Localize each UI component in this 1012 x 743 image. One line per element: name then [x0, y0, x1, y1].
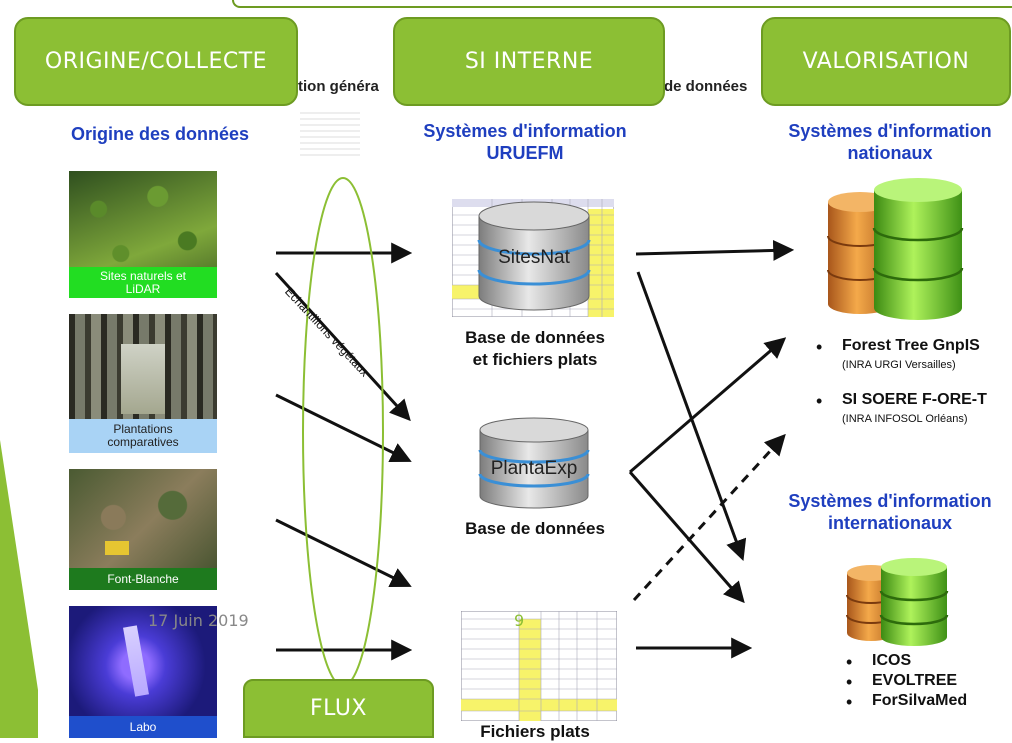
flat-files-spreadsheet — [461, 611, 617, 721]
si-heading-line1: Systèmes d'information — [423, 121, 627, 141]
sitesnat-caption-line2: et fichiers plats — [472, 350, 598, 369]
international-system-item: ForSilvaMed — [840, 692, 1010, 713]
international-heading-line1: Systèmes d'information — [788, 491, 992, 511]
plantaexp-db-label: PlantaExp — [490, 458, 578, 479]
sitesnat-db-label: SitesNat — [498, 247, 570, 268]
national-heading-line1: Systèmes d'information — [788, 121, 992, 141]
arrow-plantaexp-to-national — [629, 337, 787, 474]
obscured-title-right: de données — [664, 78, 748, 95]
plantaexp-caption: Base de données — [465, 519, 605, 538]
faint-text-block — [300, 108, 360, 158]
source-label-font-blanche: Font-Blanche — [69, 568, 217, 590]
source-label-labo: Labo — [69, 716, 217, 738]
top-frame — [232, 0, 1012, 8]
international-systems-list: ICOS EVOLTREE ForSilvaMed — [840, 652, 1010, 713]
national-db-icon — [827, 178, 964, 320]
national-system-item: Forest Tree GnpIS (INRA URGI Versailles) — [810, 337, 1012, 371]
si-heading: Systèmes d'information URUEFM — [380, 120, 670, 164]
arrow-fontblanche-to-flat — [275, 518, 412, 587]
international-heading-line2: internationaux — [827, 513, 952, 533]
source-photo-font-blanche: Font-Blanche — [69, 469, 217, 590]
arrow-echantillons — [274, 271, 411, 422]
international-db-icon — [846, 558, 949, 646]
left-decoration — [0, 440, 38, 738]
arrow-sitesnat-to-national — [635, 239, 795, 261]
sitesnat-db-icon — [477, 201, 591, 311]
flux-button[interactable]: FLUX — [243, 679, 434, 738]
arrow-flat-dashed-to-national — [632, 433, 786, 602]
origine-collecte-button[interactable]: ORIGINE/COLLECTE — [14, 17, 298, 106]
si-interne-button[interactable]: SI INTERNE — [393, 17, 665, 106]
sitesnat-caption: Base de données et fichiers plats — [430, 327, 640, 371]
si-heading-line2: URUEFM — [486, 143, 564, 163]
national-system-item: SI SOERE F-ORE-T (INRA INFOSOL Orléans) — [810, 391, 1012, 425]
national-heading: Systèmes d'information nationaux — [760, 120, 1012, 164]
footer-page-number: 9 — [514, 611, 525, 630]
sitesnat-caption-line1: Base de données — [465, 328, 605, 347]
international-heading: Systèmes d'information internationaux — [760, 490, 1012, 534]
international-system-item: EVOLTREE — [840, 672, 1010, 693]
source-photo-labo: Labo — [69, 606, 217, 738]
obscured-title-left: tion généra — [298, 78, 379, 95]
arrow-plantaexp-to-international — [628, 471, 745, 604]
origin-heading: Origine des données — [70, 124, 250, 144]
national-system-detail: (INRA INFOSOL Orléans) — [842, 413, 968, 425]
valorisation-button[interactable]: VALORISATION — [761, 17, 1011, 106]
flat-files-caption: Fichiers plats — [480, 722, 590, 741]
national-system-name: SI SOERE F-ORE-T — [842, 391, 987, 408]
national-system-detail: (INRA URGI Versailles) — [842, 359, 956, 371]
international-system-item: ICOS — [840, 652, 1010, 673]
arrow-plantations-to-plantaexp — [275, 393, 412, 462]
national-heading-line2: nationaux — [847, 143, 933, 163]
arrow-sitesnat-to-international — [636, 271, 747, 561]
national-systems-list: Forest Tree GnpIS (INRA URGI Versailles)… — [810, 337, 1012, 425]
plantaexp-db-icon — [478, 417, 590, 509]
national-system-name: Forest Tree GnpIS — [842, 337, 980, 354]
footer-date: 17 Juin 2019 — [148, 611, 249, 630]
